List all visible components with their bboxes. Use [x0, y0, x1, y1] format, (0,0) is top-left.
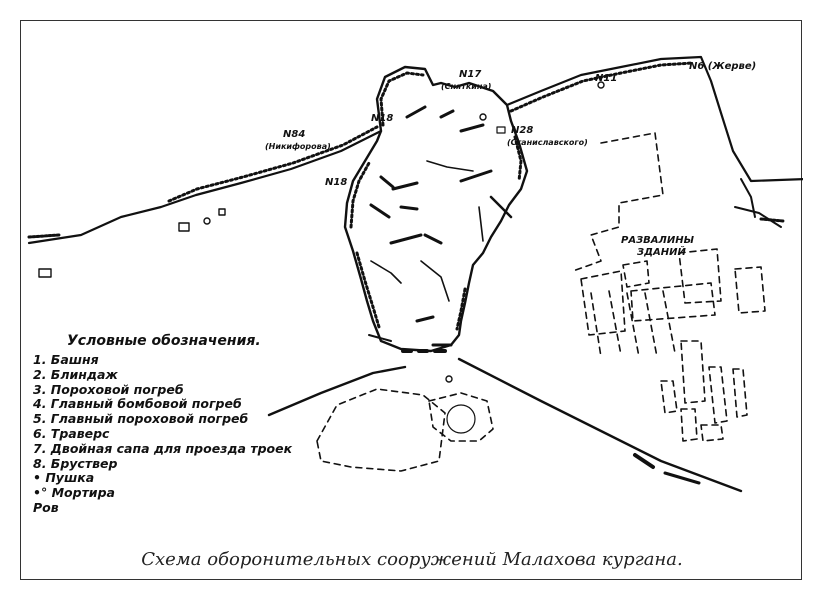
label-n28: N28 — [511, 125, 533, 136]
map-legend: Условные обозначения. 1. Башня 2. Блинда… — [33, 333, 333, 516]
label-n17: N17 — [459, 69, 481, 80]
label-n18-top: N18 — [371, 113, 393, 124]
legend-item-double-sap: 7. Двойная сапа для проезда троек — [33, 440, 293, 456]
legend-item-ditch: Ров — [33, 499, 59, 515]
legend-item-tower: 1. Башня — [33, 352, 99, 367]
road — [457, 357, 743, 493]
legend-item-main-bomb-cellar: 4. Главный бомбовой погреб — [33, 396, 242, 412]
legend-title: Условные обозначения. — [67, 333, 261, 349]
label-n28-sub: (Станиславского) — [507, 138, 588, 147]
legend-item-powder-cellar: 3. Пороховой погреб — [33, 381, 184, 397]
legend-item-parapet: 8. Бруствер — [33, 455, 118, 471]
map-drawing: N6 (Жерве) N11 N17 (Сняткина) N18 N18 N8… — [27, 55, 803, 493]
right-rampart — [505, 55, 803, 183]
legend-item-main-powder-cellar: 5. Главный пороховой погреб — [33, 411, 249, 427]
label-n84: N84 — [283, 129, 305, 140]
label-ruins-2: ЗДАНИЙ — [637, 245, 686, 258]
left-rampart — [27, 129, 383, 245]
label-n84-sub: (Никифорова) — [265, 142, 331, 151]
label-n6: N6 (Жерве) — [689, 61, 756, 72]
figure-caption: Схема оборонительных сооружений Малахова… — [141, 549, 683, 570]
label-ruins-1: РАЗВАЛИНЫ — [621, 235, 695, 246]
legend-item-cannon: • Пушка — [33, 470, 95, 486]
legend-item-traverse: 6. Траверс — [33, 425, 110, 441]
legend-item-mortar: •° Мортира — [33, 485, 115, 501]
figure-frame: N6 (Жерве) N11 N17 (Сняткина) N18 N18 N8… — [20, 20, 803, 580]
label-n11: N11 — [595, 73, 617, 84]
fortress-outline — [343, 65, 529, 353]
fortification-map: N6 (Жерве) N11 N17 (Сняткина) N18 N18 N8… — [21, 21, 803, 541]
legend-item-blindage: 2. Блиндаж — [33, 366, 118, 382]
label-n17-sub: (Сняткина) — [441, 82, 491, 91]
label-n18-left: N18 — [325, 177, 347, 188]
